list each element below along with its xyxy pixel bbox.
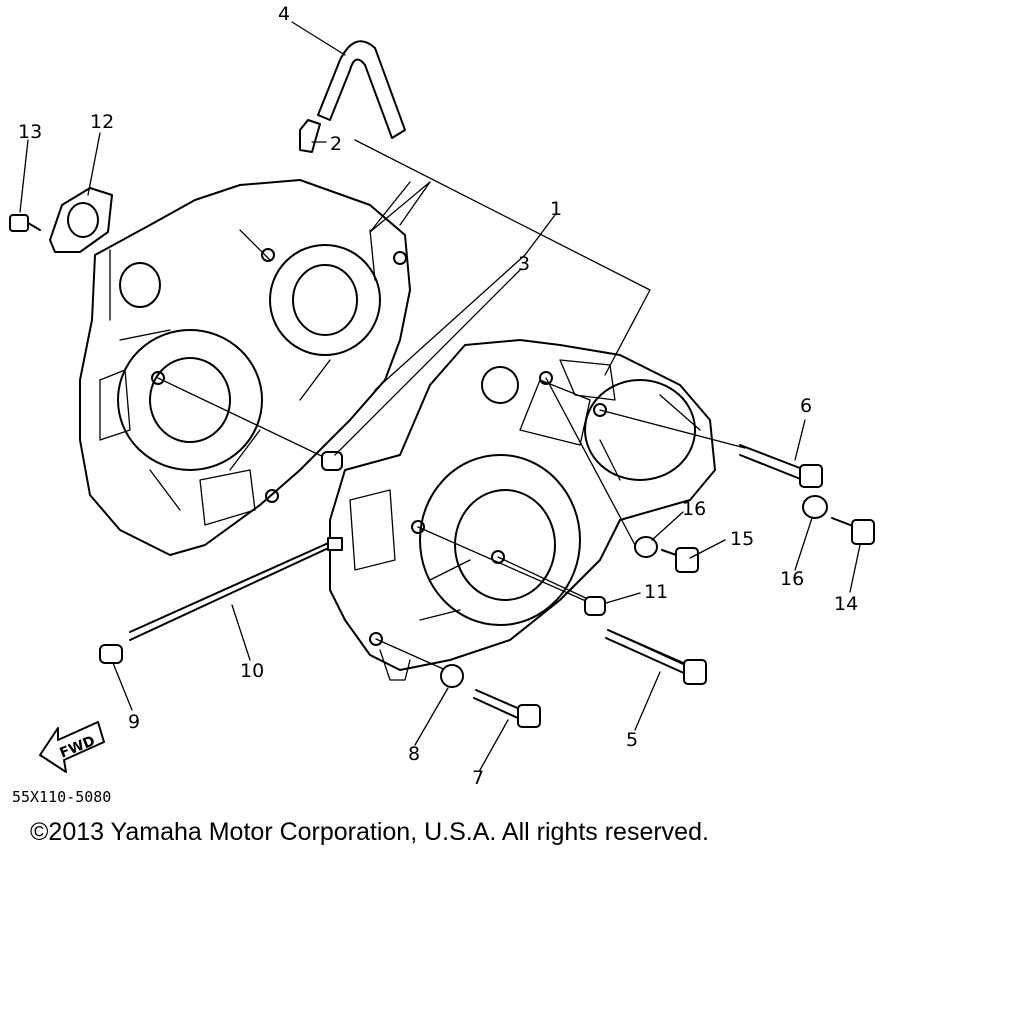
callout-9: 9 [128,711,140,733]
leader-lines [19,21,861,771]
callout-7: 7 [472,767,484,789]
gasket [49,187,113,253]
bolt-7 [473,689,541,728]
copyright-notice: ©2013 Yamaha Motor Corporation, U.S.A. A… [30,818,709,846]
callout-10: 10 [240,660,264,682]
callout-14: 14 [834,593,858,615]
callout-15: 15 [730,528,754,550]
right-crankcase-half [329,339,716,681]
washer-16-right [802,495,828,519]
fwd-arrow-icon: FWD [39,721,105,773]
bolt-13 [9,214,41,232]
bolt-15 [661,547,699,573]
diagram-code: 55X110-5080 [12,788,111,806]
callout-3: 3 [518,253,530,275]
callout-1: 1 [550,198,562,220]
dowel-pin-middle [321,451,343,471]
bolt-5 [605,629,707,685]
stud-bolt-10 [129,537,343,641]
callout-5: 5 [626,729,638,751]
callout-2: 2 [330,133,342,155]
callout-13: 13 [18,121,42,143]
callout-labels: 1 2 3 4 5 6 7 8 9 10 11 12 13 14 15 16 1… [18,3,858,789]
dowel-9 [99,644,123,664]
callout-4: 4 [278,3,290,25]
crankcase-exploded-diagram: 1 2 3 4 5 6 7 8 9 10 11 12 13 14 15 16 1… [9,3,875,806]
washer-8 [440,664,464,688]
callout-16-right: 16 [780,568,804,590]
callout-6: 6 [800,395,812,417]
callout-16-left: 16 [682,498,706,520]
callout-12: 12 [90,111,114,133]
bolt-14 [831,517,875,545]
left-crankcase-half [79,179,411,556]
bolt-6 [739,444,823,488]
callout-8: 8 [408,743,420,765]
breather-hose [317,40,406,139]
callout-11: 11 [644,581,668,603]
dowel-pin-top [299,119,321,153]
washer-16-left [634,536,658,558]
dowel-11 [584,596,606,616]
